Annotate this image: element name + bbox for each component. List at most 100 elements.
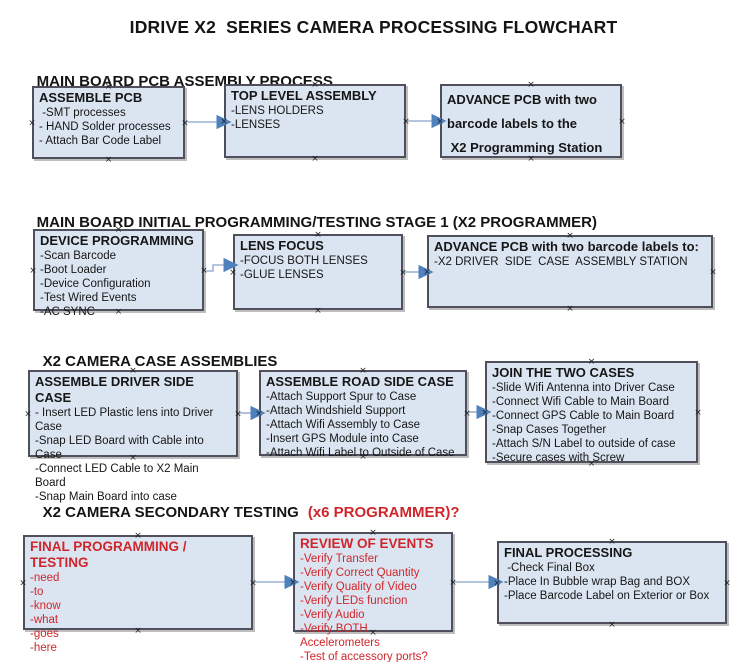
page-title: IDRIVE X2 SERIES CAMERA PROCESSING FLOWC… <box>129 17 618 37</box>
box-title-line: FINAL PROCESSING <box>504 545 633 560</box>
section-heading-secondary-testing: X2 CAMERA SECONDARY TESTING (x6 PROGRAMME… <box>26 487 460 538</box>
box-title: ASSEMBLE ROAD SIDE CASE <box>266 374 460 390</box>
box-item: - Attach Bar Code Label <box>39 135 162 147</box>
section-heading-initial-programming: MAIN BOARD INITIAL PROGRAMMING/TESTING S… <box>20 197 597 248</box>
box-item: -SMT processes <box>39 107 126 119</box>
box-title-line: DEVICE PROGRAMMING <box>40 233 194 248</box>
box-device-programming: DEVICE PROGRAMMING -Scan Barcode -Boot Lo… <box>33 229 204 318</box>
section-heading-text: X2 CAMERA SECONDARY TESTING <box>42 504 299 521</box>
box-title-line: ASSEMBLE ROAD SIDE CASE <box>266 374 454 389</box>
box-title: FINAL PROCESSING <box>504 545 720 561</box>
box-item: -GLUE LENSES <box>240 269 324 281</box>
box-item-list: -Scan Barcode -Boot Loader -Device Configu… <box>40 249 197 319</box>
box-item-list: -need-to-know-what-goes-here <box>30 571 246 655</box>
box-item-list: -SMT processes - HAND Solder processes - A… <box>39 106 178 148</box>
box-item: -Test Wired Events <box>40 292 137 304</box>
flow-arrow-icon <box>205 257 239 273</box>
box-item: -Verify Correct Quantity <box>300 567 420 579</box>
box-item: -Slide Wifi Antenna into Driver Case <box>492 382 675 394</box>
section-heading-accent-text: (x6 PROGRAMMER)? <box>307 504 460 521</box>
box-title-line: barcode labels to the <box>447 116 578 131</box>
box-item: - HAND Solder processes <box>39 121 171 133</box>
box-title-line: REVIEW OF EVENTS <box>300 536 434 551</box>
box-item: -LENSES <box>231 119 281 131</box>
box-item-list: -Check Final Box -Place In Bubble wrap Ba… <box>504 561 720 603</box>
box-item: -Attach Windshield Support <box>266 405 406 417</box>
section-heading-text: X2 CAMERA CASE ASSEMBLIES <box>42 353 278 370</box>
box-title: FINAL PROGRAMMING / TESTING <box>30 539 246 571</box>
box-item: -Attach Wifi Label to Outside of Case <box>266 447 455 459</box>
box-item-list: -FOCUS BOTH LENSES -GLUE LENSES <box>240 254 396 282</box>
box-item: -Verify Audio <box>300 609 365 621</box>
box-final-programming-testing: FINAL PROGRAMMING / TESTING -need -to -kno… <box>23 535 253 654</box>
box-item-list: -Verify Transfer -Verify Correct Quantity… <box>300 552 446 662</box>
box-title: LENS FOCUS <box>240 238 396 254</box>
box-title: ASSEMBLE DRIVER SIDE CASE <box>35 374 231 406</box>
box-item: -Attach Wifi Assembly to Case <box>266 419 421 431</box>
box-item-list: -Attach Support Spur to Case -Attach Wind… <box>266 390 460 460</box>
box-assemble-pcb: ASSEMBLE PCB -SMT processes - HAND Solder… <box>32 86 185 159</box>
box-title-line: ADVANCE PCB with two <box>447 92 597 107</box>
box-title: ASSEMBLE PCB <box>39 90 178 106</box>
box-title-line: JOIN THE TWO CASES <box>492 365 635 380</box>
box-item: -know <box>30 600 61 612</box>
box-item: -AC SYNC <box>40 306 95 318</box>
box-item: -Insert GPS Module into Case <box>266 433 419 445</box>
box-item: -Test of accessory ports? <box>300 651 428 662</box>
box-item-list: -Slide Wifi Antenna into Driver Case -Con… <box>492 381 691 465</box>
box-item: -Verify BOTH Accelerometers <box>300 623 380 649</box>
box-final-processing: FINAL PROCESSING -Check Final Box -Place … <box>497 541 727 624</box>
box-item: -to <box>30 586 44 598</box>
box-title: ADVANCE PCB with two barcode labels to th… <box>447 88 615 160</box>
box-item: -FOCUS BOTH LENSES <box>240 255 368 267</box>
box-advance-pcb-to-assembly-station: ADVANCE PCB with two barcode labels to: … <box>427 235 713 308</box>
box-item: -Place In Bubble wrap Bag and BOX <box>504 576 691 588</box>
box-item: -Verify Transfer <box>300 553 378 565</box>
box-title-line: ASSEMBLE DRIVER SIDE CASE <box>35 374 198 405</box>
box-item: -here <box>30 642 57 654</box>
box-join-the-two-cases: JOIN THE TWO CASES -Slide Wifi Antenna i… <box>485 361 698 465</box>
box-title: TOP LEVEL ASSEMBLY <box>231 88 399 104</box>
box-item: -what <box>30 614 59 626</box>
box-item: -Place Barcode Label on Exterior or Box <box>504 590 710 602</box>
box-item: -Attach Support Spur to Case <box>266 391 417 403</box>
box-item: -Connect GPS Cable to Main Board <box>492 410 675 422</box>
box-item: -need <box>30 572 60 584</box>
box-lens-focus: LENS FOCUS -FOCUS BOTH LENSES -GLUE LENSE… <box>233 234 403 310</box>
box-item: -Connect LED Cable to X2 Main Board <box>35 463 202 489</box>
box-item: -Attach S/N Label to outside of case <box>492 438 676 450</box>
box-item: -Verify Quality of Video <box>300 581 417 593</box>
box-item-list: -LENS HOLDERS -LENSES <box>231 104 399 132</box>
box-item: -LENS HOLDERS <box>231 105 324 117</box>
box-item-list: - Insert LED Plastic lens into Driver Ca… <box>35 406 231 504</box>
box-item: - Insert LED Plastic lens into Driver Ca… <box>35 407 217 433</box>
box-top-level-assembly: TOP LEVEL ASSEMBLY -LENS HOLDERS -LENSES <box>224 84 406 158</box>
box-item: -Verify LEDs function <box>300 595 408 607</box>
box-item: -Check Final Box <box>504 562 595 574</box>
box-title-line: LENS FOCUS <box>240 238 324 253</box>
box-title-line: X2 Programming Station <box>447 140 603 155</box>
box-item: -Snap Main Board into case <box>35 491 177 503</box>
box-title: ADVANCE PCB with two barcode labels to: <box>434 239 706 255</box>
box-item: -Connect Wifi Cable to Main Board <box>492 396 670 408</box>
box-item: -X2 DRIVER SIDE CASE ASSEMBLY STATION <box>434 256 688 268</box>
box-item: -Device Configuration <box>40 278 151 290</box>
box-item: -Boot Loader <box>40 264 107 276</box>
box-title: REVIEW OF EVENTS <box>300 536 446 552</box>
box-title: DEVICE PROGRAMMING <box>40 233 197 249</box>
box-item: -Snap Cases Together <box>492 424 607 436</box>
box-assemble-driver-side-case: ASSEMBLE DRIVER SIDE CASE - Insert LED P… <box>28 370 238 503</box>
box-item: -Snap LED Board with Cable into Case <box>35 435 207 461</box>
section-heading-text: MAIN BOARD INITIAL PROGRAMMING/TESTING S… <box>36 214 597 231</box>
box-item: -Scan Barcode <box>40 250 117 262</box>
box-title-line: ASSEMBLE PCB <box>39 90 143 105</box>
box-title: JOIN THE TWO CASES <box>492 365 691 381</box>
box-review-of-events: REVIEW OF EVENTS -Verify Transfer-Verify… <box>293 532 453 662</box>
box-assemble-road-side-case: ASSEMBLE ROAD SIDE CASE -Attach Support … <box>259 370 467 459</box>
box-advance-pcb-to-programming-station: ADVANCE PCB with two barcode labels to th… <box>440 84 622 158</box>
box-title-line: ADVANCE PCB with two barcode labels to: <box>434 239 699 254</box>
box-title-line: TOP LEVEL ASSEMBLY <box>231 88 377 103</box>
box-item: -Secure cases with Screw <box>492 452 625 464</box>
box-title-line: FINAL PROGRAMMING / TESTING <box>30 539 191 570</box>
